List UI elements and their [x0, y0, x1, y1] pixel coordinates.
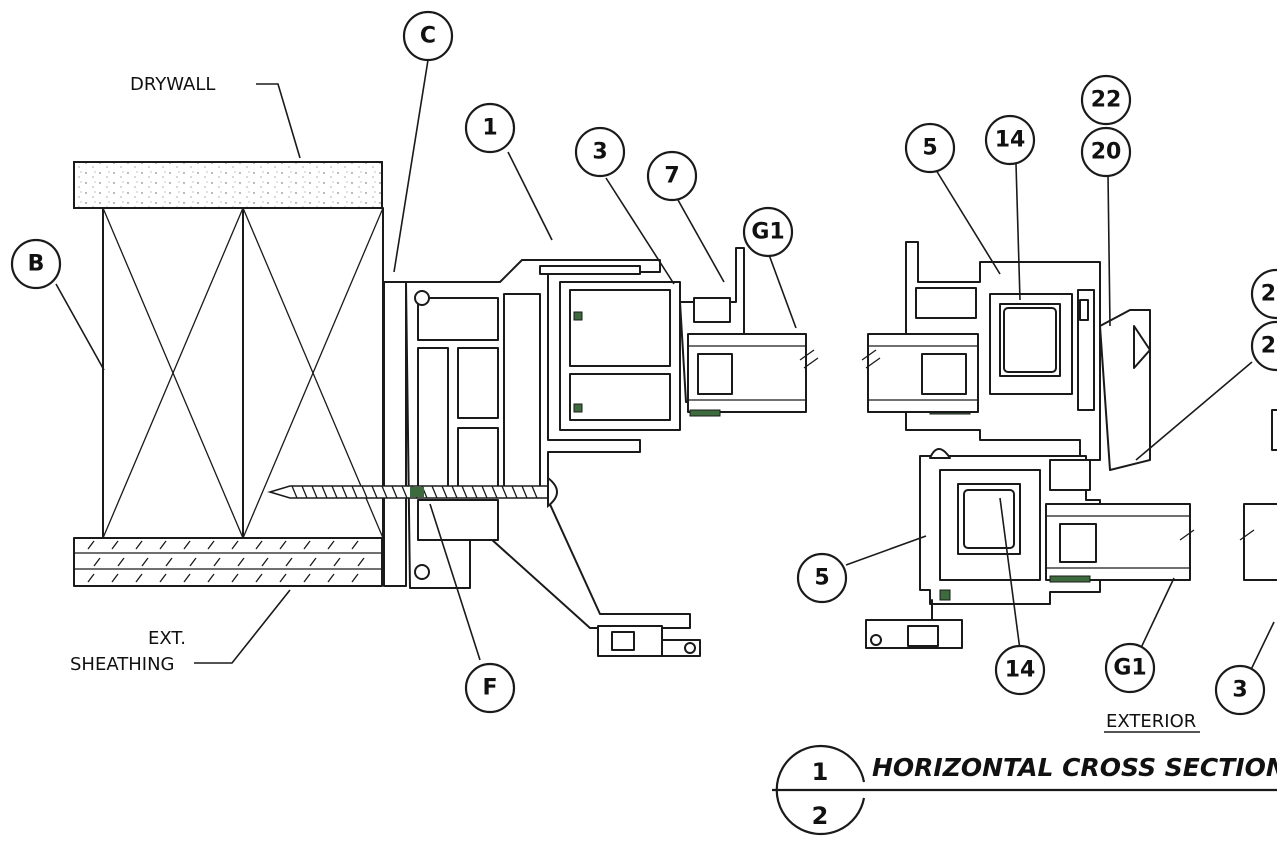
callout-14-lower: 14 — [994, 644, 1046, 696]
glass-unit-left — [687, 333, 819, 417]
callout-7: 7 — [646, 150, 698, 202]
svg-text:14: 14 — [1005, 658, 1036, 683]
section-number-bottom: 2 — [812, 802, 829, 830]
section-number-top: 1 — [812, 758, 829, 786]
callout-22: 22 — [1080, 74, 1132, 126]
svg-text:21: 21 — [1261, 334, 1277, 359]
callout-3-left: 3 — [574, 126, 626, 178]
svg-text:7: 7 — [664, 164, 679, 189]
exterior-label: EXTERIOR — [1106, 711, 1196, 732]
svg-text:22: 22 — [1091, 88, 1122, 113]
callout-3-right: 3 — [1214, 664, 1266, 716]
mounting-screw — [267, 475, 558, 509]
drywall-board — [73, 161, 383, 209]
svg-text:1: 1 — [482, 116, 497, 141]
callout-20: 20 — [1080, 126, 1132, 178]
section-title: HORIZONTAL CROSS SECTION — [872, 753, 1277, 782]
callout-23: 23 — [1250, 268, 1277, 320]
svg-text:B: B — [28, 252, 45, 277]
left-frame-profile — [405, 247, 745, 657]
callout-5-upper: 5 — [904, 122, 956, 174]
svg-text:5: 5 — [814, 566, 829, 591]
svg-text:5: 5 — [922, 136, 937, 161]
callout-g1-right: G1 — [1104, 642, 1156, 694]
section-marker: 1 2 — [772, 744, 1277, 836]
svg-text:F: F — [482, 676, 497, 701]
svg-text:3: 3 — [592, 140, 607, 165]
shim-strip — [383, 281, 407, 587]
callout-5-lower: 5 — [796, 552, 848, 604]
ext-label-line1: EXT. — [148, 628, 186, 649]
callout-21: 21 — [1250, 320, 1277, 372]
svg-text:C: C — [420, 24, 436, 49]
glass-unit-right-upper — [861, 333, 979, 413]
svg-text:G1: G1 — [751, 220, 784, 245]
svg-text:23: 23 — [1261, 282, 1277, 307]
ext-label-line2: SHEATHING — [70, 654, 175, 675]
callout-14-upper: 14 — [984, 114, 1036, 166]
callout-g1-left: G1 — [742, 206, 794, 258]
leader-lines — [55, 59, 1275, 681]
callout-c: C — [402, 10, 454, 62]
svg-text:G1: G1 — [1113, 656, 1146, 681]
drywall-label: DRYWALL — [130, 74, 215, 95]
glass-unit-right-lower — [1045, 409, 1277, 583]
callout-b: B — [10, 238, 62, 290]
callout-f: F — [464, 662, 516, 714]
svg-text:20: 20 — [1091, 140, 1122, 165]
exterior-sheathing — [73, 537, 383, 587]
callout-1: 1 — [464, 102, 516, 154]
svg-text:3: 3 — [1232, 678, 1247, 703]
svg-text:14: 14 — [995, 128, 1026, 153]
